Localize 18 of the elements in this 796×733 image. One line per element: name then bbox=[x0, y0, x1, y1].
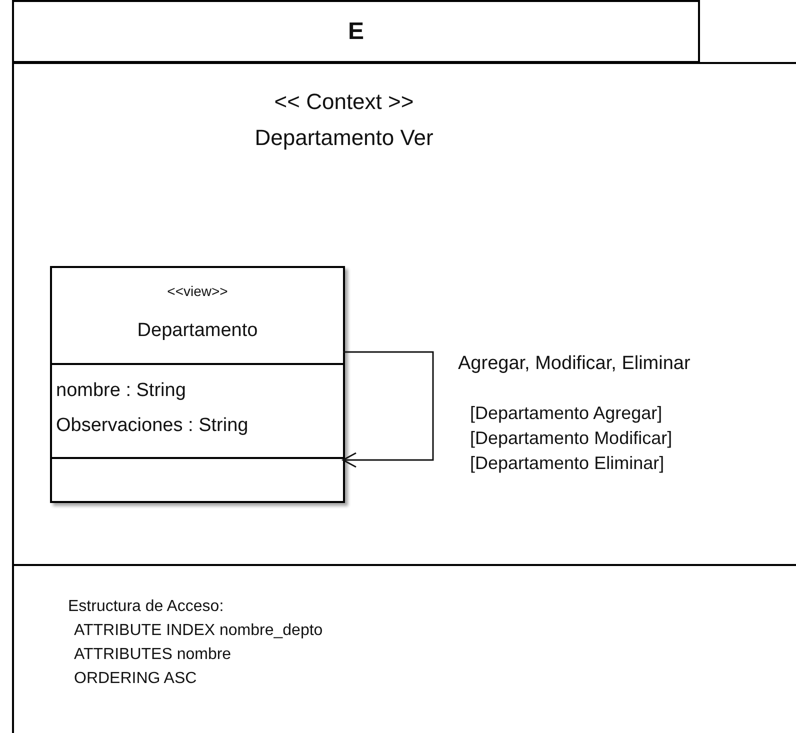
access-line: ORDERING ASC bbox=[73, 669, 198, 689]
attribute-text: Observaciones : String bbox=[56, 414, 250, 438]
frame-title: E bbox=[348, 16, 364, 46]
access-line: ATTRIBUTE INDEX nombre_depto bbox=[73, 621, 323, 641]
attribute-text: nombre : String bbox=[56, 379, 187, 403]
section-heading: Estructura de Acceso: bbox=[68, 597, 225, 617]
guard-condition: [Departamento Modificar] bbox=[470, 427, 672, 450]
frame-header bbox=[12, 0, 700, 63]
class-name: Departamento bbox=[137, 319, 258, 343]
access-line: ATTRIBUTES nombre bbox=[73, 645, 232, 665]
stereotype-label: <<view>> bbox=[167, 282, 228, 301]
class-box bbox=[50, 266, 345, 503]
guard-condition: [Departamento Eliminar] bbox=[470, 452, 664, 475]
stereotype-label: << Context >> bbox=[274, 88, 414, 116]
context-name: Departamento Ver bbox=[254, 124, 434, 152]
guard-condition: [Departamento Agregar] bbox=[470, 402, 662, 425]
frame-section bbox=[12, 62, 796, 566]
self-transition-arrow bbox=[342, 351, 434, 468]
